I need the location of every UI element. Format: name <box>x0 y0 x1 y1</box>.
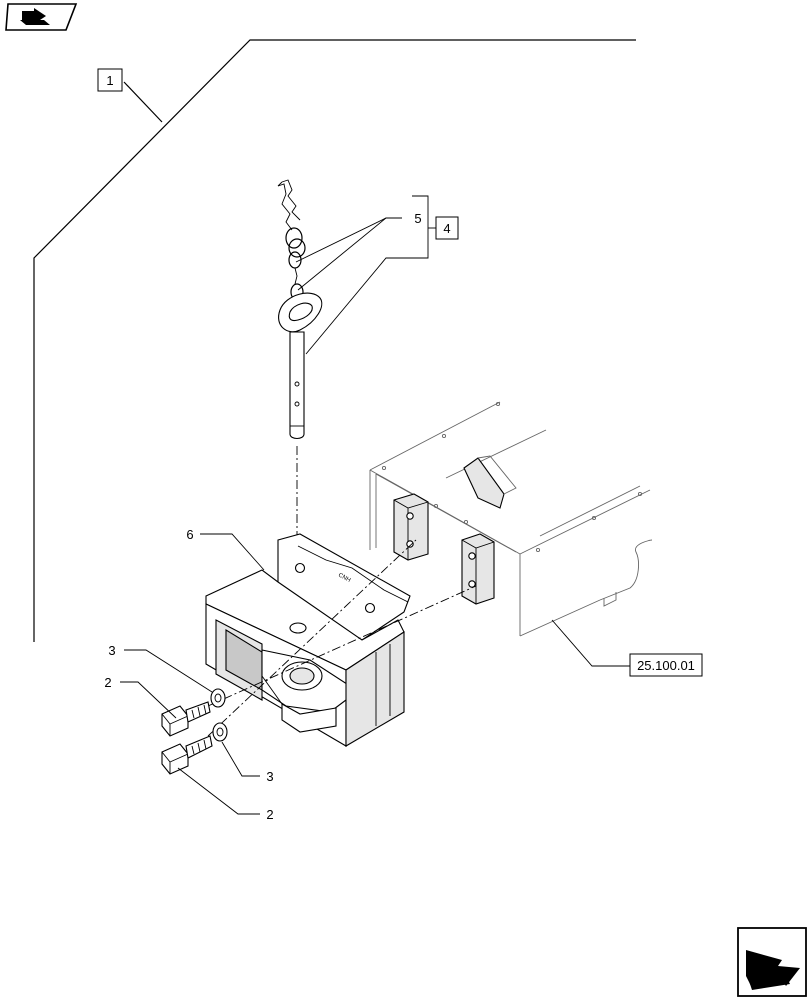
group-bracket-1 <box>33 39 636 642</box>
svg-text:CNH: CNH <box>337 572 351 583</box>
svg-text:5: 5 <box>414 211 421 226</box>
bolt-upper <box>161 701 211 737</box>
svg-text:25.100.01: 25.100.01 <box>637 658 695 673</box>
upper-bolt-axis <box>207 585 477 707</box>
svg-text:3: 3 <box>266 769 273 784</box>
callout-3-upper: 3 <box>108 643 213 693</box>
callout-4: 4 <box>435 216 459 240</box>
callout-reference: 25.100.01 <box>551 619 703 677</box>
tow-hitch-bracket: CNH <box>205 533 411 747</box>
svg-text:4: 4 <box>443 221 450 236</box>
callout-6: 6 <box>186 527 265 571</box>
callout-2-upper: 2 <box>104 675 177 719</box>
callout-2-lower: 2 <box>177 767 274 822</box>
chassis-frame <box>369 401 653 637</box>
svg-text:1: 1 <box>106 73 113 88</box>
svg-text:3: 3 <box>108 643 115 658</box>
linch-pin <box>277 179 323 440</box>
previous-page-icon[interactable] <box>5 3 78 31</box>
lower-bolt-axis <box>207 539 417 737</box>
next-page-icon[interactable] <box>737 927 807 997</box>
svg-text:2: 2 <box>266 807 273 822</box>
svg-text:2: 2 <box>104 675 111 690</box>
callout-1: 1 <box>97 68 123 92</box>
callout-3-lower: 3 <box>221 741 274 784</box>
bolt-lower <box>161 735 213 775</box>
group-bracket-4 <box>412 195 436 259</box>
callout-5: 5 <box>295 211 428 355</box>
svg-text:6: 6 <box>186 527 193 542</box>
washer-upper <box>210 688 226 708</box>
washer-lower <box>212 722 228 742</box>
